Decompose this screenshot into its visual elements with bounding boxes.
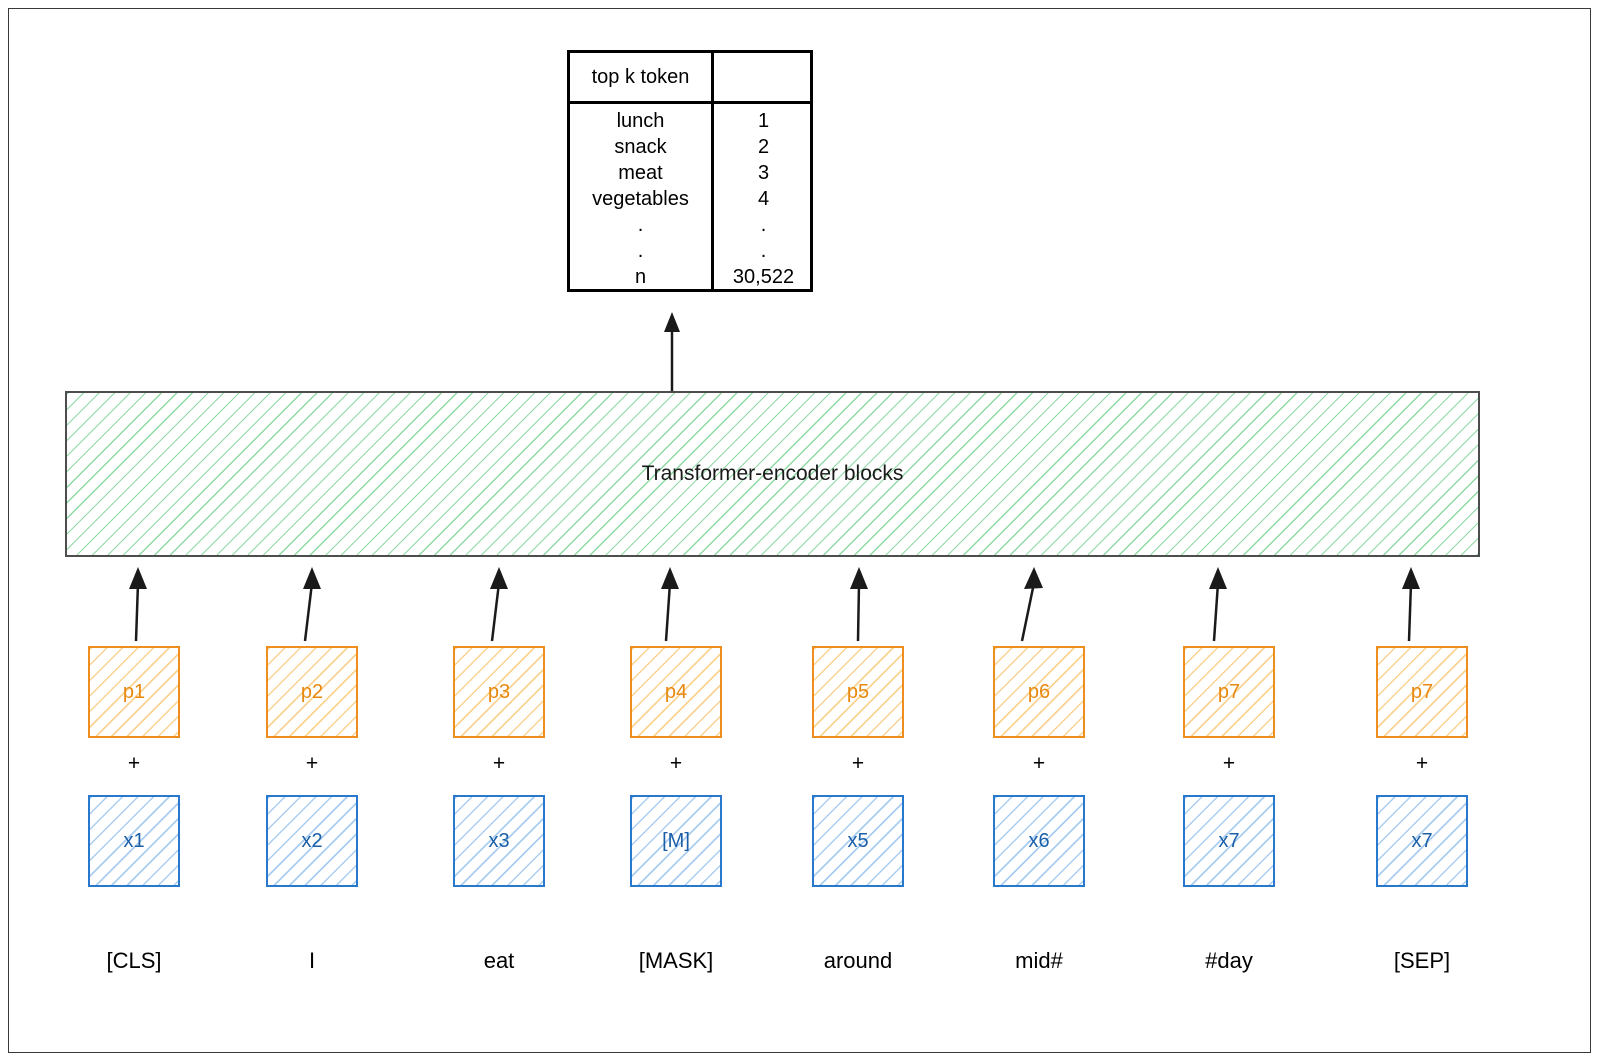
arrow-to-encoder-2 bbox=[303, 567, 321, 642]
arrow-to-encoder-6 bbox=[1020, 567, 1043, 642]
topk-token-table: top k token lunch snack meat vegetables … bbox=[567, 50, 813, 292]
table-column-divider bbox=[711, 53, 714, 289]
table-cell-token: n bbox=[634, 266, 647, 288]
input-token-label: [SEP] bbox=[1393, 948, 1451, 973]
token-embedding-box: x6 bbox=[993, 795, 1085, 887]
table-cell-rank: 4 bbox=[757, 188, 770, 210]
token-embedding-box: x7 bbox=[1376, 795, 1468, 887]
table-cell-token: vegetables bbox=[592, 188, 689, 210]
arrow-to-encoder-1 bbox=[129, 567, 147, 642]
position-embedding-box: p7 bbox=[1183, 646, 1275, 738]
token-embedding-box: x7 bbox=[1183, 795, 1275, 887]
arrow-to-encoder-3 bbox=[490, 567, 508, 642]
table-header-row bbox=[570, 53, 810, 104]
table-rank-column: 1 2 3 4 . . 30,522 bbox=[714, 104, 813, 290]
table-token-column: lunch snack meat vegetables . . n bbox=[570, 104, 711, 290]
table-cell-rank: 30,522 bbox=[732, 266, 795, 288]
plus-sign: + bbox=[1032, 752, 1046, 775]
input-token-label: [CLS] bbox=[106, 948, 162, 973]
input-token-label: eat bbox=[483, 948, 515, 973]
input-token-label: around bbox=[823, 948, 893, 973]
position-embedding-box: p7 bbox=[1376, 646, 1468, 738]
token-embedding-box: [M] bbox=[630, 795, 722, 887]
table-cell-token: . bbox=[637, 240, 644, 262]
table-cell-rank: 3 bbox=[757, 162, 770, 184]
table-cell-token: snack bbox=[614, 136, 667, 158]
table-cell-token: meat bbox=[618, 162, 663, 184]
plus-sign: + bbox=[305, 752, 319, 775]
arrow-encoder-to-table bbox=[664, 312, 680, 392]
table-cell-token: lunch bbox=[616, 110, 665, 132]
table-cell-rank: . bbox=[760, 240, 767, 262]
token-embedding-box: x1 bbox=[88, 795, 180, 887]
plus-sign: + bbox=[492, 752, 506, 775]
input-token-label: #day bbox=[1205, 948, 1253, 973]
plus-sign: + bbox=[1222, 752, 1236, 775]
encoder-block-label: Transformer-encoder blocks bbox=[641, 462, 904, 485]
token-embedding-box: x5 bbox=[812, 795, 904, 887]
token-embedding-box: x3 bbox=[453, 795, 545, 887]
table-cell-rank: . bbox=[760, 214, 767, 236]
arrow-to-encoder-5 bbox=[850, 567, 868, 642]
table-header-token-label: top k token bbox=[591, 65, 690, 88]
input-token-label: [MASK] bbox=[638, 948, 714, 973]
position-embedding-box: p3 bbox=[453, 646, 545, 738]
plus-sign: + bbox=[851, 752, 865, 775]
input-token-label: I bbox=[308, 948, 316, 973]
position-embedding-box: p2 bbox=[266, 646, 358, 738]
position-embedding-box: p1 bbox=[88, 646, 180, 738]
plus-sign: + bbox=[127, 752, 141, 775]
table-cell-rank: 2 bbox=[757, 136, 770, 158]
position-embedding-box: p5 bbox=[812, 646, 904, 738]
position-embedding-box: p4 bbox=[630, 646, 722, 738]
position-embedding-box: p6 bbox=[993, 646, 1085, 738]
arrow-to-encoder-7 bbox=[1209, 567, 1227, 642]
transformer-encoder-block: Transformer-encoder blocks bbox=[65, 391, 1480, 557]
diagram-frame bbox=[8, 8, 1591, 1053]
plus-sign: + bbox=[1415, 752, 1429, 775]
arrow-to-encoder-4 bbox=[661, 567, 679, 642]
arrow-to-encoder-8 bbox=[1402, 567, 1420, 642]
input-token-label: mid# bbox=[1015, 948, 1063, 973]
plus-sign: + bbox=[669, 752, 683, 775]
table-cell-rank: 1 bbox=[757, 110, 770, 132]
table-cell-token: . bbox=[637, 214, 644, 236]
token-embedding-box: x2 bbox=[266, 795, 358, 887]
